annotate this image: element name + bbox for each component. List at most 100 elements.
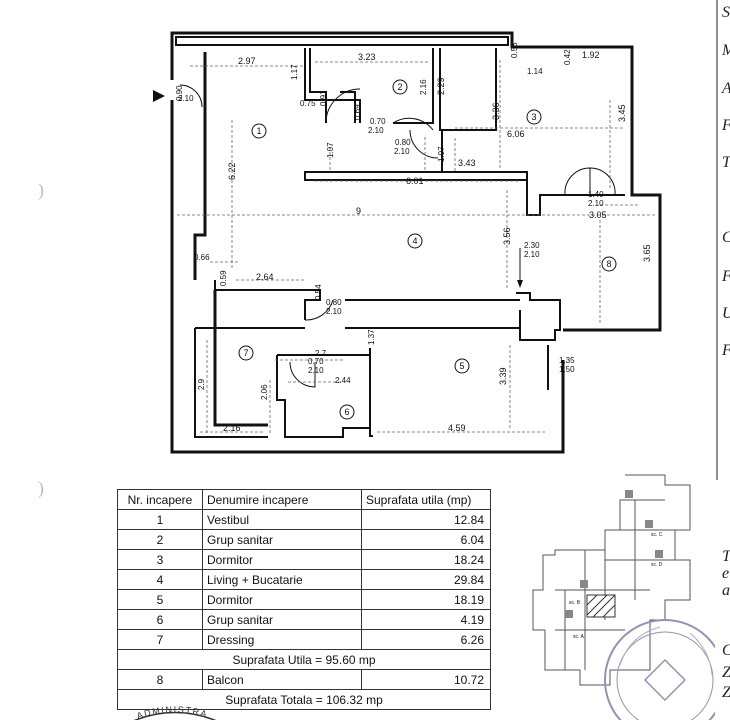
dim-label: 2.9	[197, 378, 206, 390]
door-width: 0.80	[395, 138, 411, 147]
dim-label: 4.59	[448, 423, 466, 433]
table-row: 7 Dressing 6.26	[117, 629, 491, 650]
cell-area: 12.84	[361, 509, 491, 530]
key-label: sc. D	[651, 562, 663, 568]
room-number: 4	[412, 236, 417, 246]
margin-letter: C	[722, 642, 730, 660]
dim-label: 2.16	[419, 79, 428, 95]
suprafata-totala: Suprafata Totala = 106.32 mp	[117, 689, 491, 710]
door-swings	[179, 84, 616, 388]
col-header-name: Denumire incapere	[202, 489, 362, 510]
door-width: 0.80	[326, 298, 342, 307]
table-row: 4 Living + Bucatarie 29.84	[117, 569, 491, 590]
window-height: 1.50	[559, 365, 575, 374]
door-width: 1.40	[588, 190, 604, 199]
room-number: 6	[344, 407, 349, 417]
door-height: 2.10	[326, 307, 342, 316]
table-header-row: Nr. incapere Denumire incapere Suprafata…	[117, 489, 491, 510]
entrance-arrow-icon	[153, 90, 165, 102]
highlighted-apartment	[586, 594, 616, 618]
table-row: 2 Grup sanitar 6.04	[117, 529, 491, 550]
window-width: 1.35	[559, 356, 575, 365]
dim-label: 1.37	[367, 329, 376, 345]
room-number: 7	[243, 348, 248, 358]
margin-letter: a	[722, 582, 730, 599]
door-height: 2.10	[394, 147, 410, 156]
door-height: 2.10	[308, 366, 324, 375]
binding-mark: )	[38, 180, 44, 200]
door-labels: 0.90 2.10 0.70 2.10 0.80 2.10 1.40 2.10 …	[175, 85, 604, 375]
dim-label: 1.07	[437, 146, 446, 162]
col-header-area: Suprafata utila (mp)	[361, 489, 491, 510]
margin-letter: T	[722, 154, 730, 172]
cell-nr: 4	[117, 569, 203, 590]
cell-area: 6.04	[361, 529, 491, 550]
margin-letter: F	[722, 117, 730, 135]
dim-label: 0.69	[353, 104, 362, 120]
room-markers: 1 2 3 4 5 6 7 8	[238, 79, 617, 420]
col-header-nr: Nr. incapere	[117, 489, 203, 510]
margin-letter: T	[722, 548, 730, 566]
totala-summary-row: Suprafata Totala = 106.32 mp	[117, 689, 491, 710]
dim-label: 2.29	[436, 77, 446, 95]
table-row: 6 Grup sanitar 4.19	[117, 609, 491, 630]
dim-label: 6.06	[507, 129, 525, 139]
dim-label: 1.92	[582, 50, 600, 60]
official-stamp	[604, 619, 715, 720]
dim-label: 0.75	[300, 99, 316, 108]
dim-label: 0.59	[219, 270, 228, 286]
dim-label: 3.39	[498, 367, 508, 385]
cell-nr: 3	[117, 549, 203, 570]
dimension-lines	[177, 60, 655, 435]
cell-nr: 7	[117, 629, 203, 650]
dim-label: 3.43	[458, 158, 476, 168]
seal-text: ADMINISTRA	[135, 704, 207, 720]
dim-label: 0.54	[314, 284, 323, 300]
margin-letter: S	[722, 4, 730, 21]
cell-name: Dressing	[202, 629, 362, 650]
dim-label: 0.91	[319, 90, 328, 106]
key-label: sc. B	[569, 600, 581, 606]
margin-letter: U	[722, 305, 730, 323]
dim-label: 6.22	[227, 162, 237, 180]
cell-name: Grup sanitar	[202, 529, 362, 550]
door-width: 0.70	[308, 357, 324, 366]
dimension-labels: 2.97 3.23 0.53 0.42 1.92 1.14 1.17 0.75 …	[194, 42, 652, 433]
table-row: 8 Balcon 10.72	[117, 669, 491, 690]
dim-label: 0.66	[194, 253, 210, 262]
cell-nr: 1	[117, 509, 203, 530]
cell-name: Dormitor	[202, 549, 362, 570]
dim-label: 9	[356, 206, 361, 216]
cell-area: 18.24	[361, 549, 491, 570]
cell-nr: 6	[117, 609, 203, 630]
key-label: sc. C	[651, 532, 663, 538]
margin-letter: Z	[722, 684, 730, 702]
room-number: 2	[397, 82, 402, 92]
dim-label: 2.16	[223, 423, 241, 433]
cell-area: 10.72	[361, 669, 491, 690]
dim-label: 1.17	[290, 64, 299, 80]
door-height: 2.10	[588, 199, 604, 208]
door-height: 2.10	[178, 94, 194, 103]
cell-name: Living + Bucatarie	[202, 569, 362, 590]
room-number: 1	[256, 126, 261, 136]
door-width: 2.30	[524, 241, 540, 250]
dim-label: 3.36	[491, 102, 501, 120]
room-number: 8	[606, 259, 611, 269]
cell-nr: 5	[117, 589, 203, 610]
utila-summary-row: Suprafata Utila = 95.60 mp	[117, 649, 491, 670]
dim-label: 2.97	[238, 56, 256, 66]
room-number: 5	[459, 361, 464, 371]
cell-name: Dormitor	[202, 589, 362, 610]
margin-letter: Z	[722, 664, 730, 682]
cell-name: Balcon	[202, 669, 362, 690]
table-row: 1 Vestibul 12.84	[117, 509, 491, 530]
cell-name: Vestibul	[202, 509, 362, 530]
dim-label: 2.7	[315, 349, 327, 358]
key-label: sc. A	[573, 634, 585, 640]
cell-nr: 2	[117, 529, 203, 550]
door-width: 0.70	[370, 117, 386, 126]
dim-label: 3.65	[642, 244, 652, 262]
margin-letter: C	[722, 229, 730, 247]
dim-label: 3.23	[358, 52, 376, 62]
